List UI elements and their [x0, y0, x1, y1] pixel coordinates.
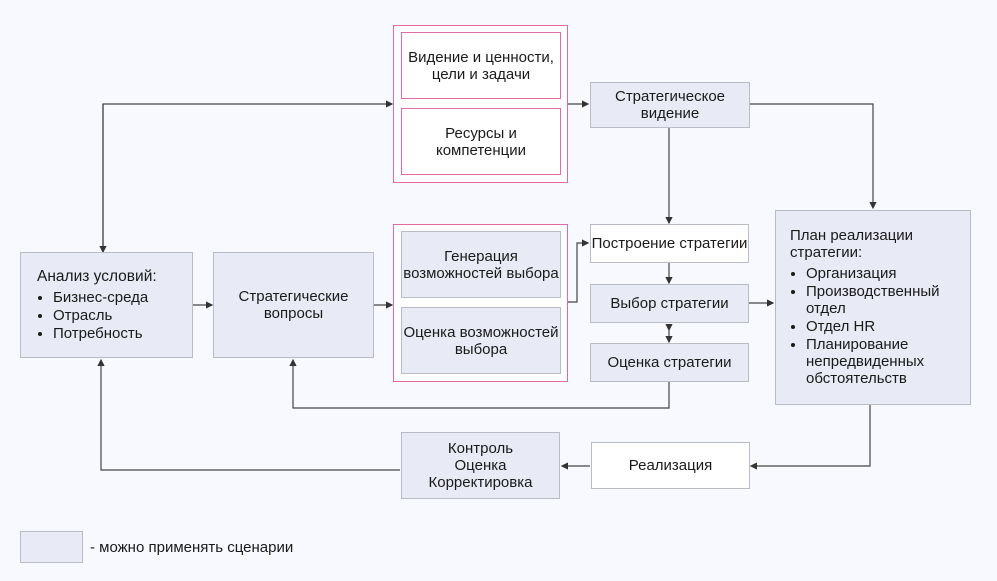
- box-strategic-questions: Стратегические вопросы: [213, 252, 374, 358]
- evaluation-label: Оценка: [454, 457, 507, 474]
- box-control: Контроль Оценка Корректировка: [401, 432, 560, 499]
- analysis-item: Потребность: [53, 325, 148, 342]
- arrow-strategic-vision-to-plan: [750, 103, 877, 210]
- arrow-group-to-building: [568, 239, 590, 303]
- legend-swatch: [20, 531, 83, 563]
- evaluation-options-label: Оценка возможностей выбора: [403, 323, 559, 358]
- evaluation-strategy-label: Оценка стратегии: [607, 354, 732, 371]
- arrow-analysis-to-vision: [102, 100, 394, 252]
- box-strategic-vision: Стратегическое видение: [590, 82, 750, 128]
- box-generation: Генерация возможностей выбора: [401, 231, 561, 298]
- strategic-vision-label: Стратегическое видение: [614, 88, 726, 122]
- arrow-evaluation-to-questions: [289, 358, 670, 409]
- box-choice: Выбор стратегии: [590, 284, 749, 323]
- strategic-questions-label: Стратегические вопросы: [238, 288, 349, 322]
- arrow-control-to-analysis: [97, 358, 400, 471]
- plan-item: Организация: [806, 265, 966, 282]
- generation-label: Генерация возможностей выбора: [403, 247, 559, 282]
- resources-label: Ресурсы и компетенции: [435, 124, 527, 159]
- control-label: Контроль: [447, 440, 514, 457]
- box-resources: Ресурсы и компетенции: [401, 108, 561, 175]
- analysis-item: Отрасль: [53, 307, 148, 324]
- box-implementation: Реализация: [591, 442, 750, 489]
- box-evaluation-options: Оценка возможностей выбора: [401, 307, 561, 374]
- analysis-item: Бизнес-среда: [53, 289, 148, 306]
- plan-list: Организация Производственный отдел Отдел…: [790, 265, 966, 388]
- arrow-plan-to-implementation: [749, 405, 871, 470]
- correction-label: Корректировка: [428, 474, 533, 491]
- box-evaluation-strategy: Оценка стратегии: [590, 343, 749, 382]
- plan-title: План реализации стратегии:: [790, 227, 914, 261]
- plan-item: Отдел HR: [806, 318, 966, 335]
- box-vision-values: Видение и ценности, цели и задачи: [401, 32, 561, 99]
- plan-item: Планирование непредвиденных обстоятельст…: [806, 336, 966, 387]
- implementation-label: Реализация: [628, 457, 713, 474]
- box-plan: План реализации стратегии: Организация П…: [775, 210, 971, 405]
- box-building: Построение стратегии: [590, 224, 749, 263]
- box-analysis: Анализ условий: Бизнес-среда Отрасль Пот…: [20, 252, 193, 358]
- plan-item: Производственный отдел: [806, 283, 966, 317]
- building-label: Построение стратегии: [591, 235, 748, 252]
- analysis-title: Анализ условий:: [37, 267, 157, 285]
- analysis-list: Бизнес-среда Отрасль Потребность: [37, 289, 148, 343]
- legend-label: - можно применять сценарии: [90, 539, 294, 556]
- choice-label: Выбор стратегии: [610, 295, 729, 312]
- vision-values-label: Видение и ценности, цели и задачи: [408, 48, 554, 83]
